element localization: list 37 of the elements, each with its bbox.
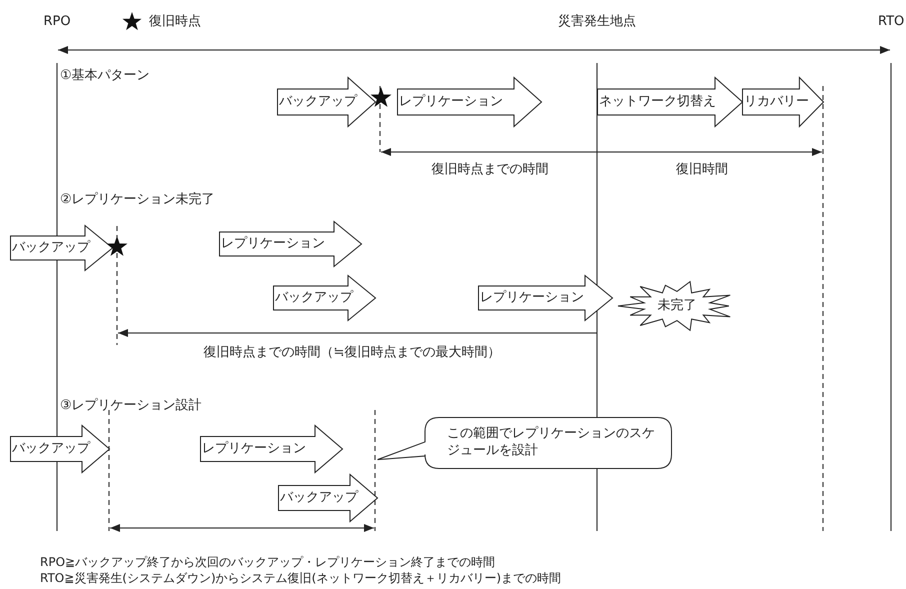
shape-label: リカバリー bbox=[744, 94, 809, 110]
shape-label: バックアップ bbox=[280, 490, 358, 506]
axis-label: 災害発生地点 bbox=[558, 14, 636, 30]
shape-label: バックアップ bbox=[12, 441, 90, 457]
block-arrow bbox=[10, 225, 113, 271]
section-heading: ①基本パターン bbox=[60, 68, 150, 84]
dimension-label: 復旧時間 bbox=[676, 162, 728, 178]
block-arrow bbox=[219, 221, 362, 267]
axis-label: RTO bbox=[878, 14, 904, 30]
shape-label: レプリケーション bbox=[221, 236, 325, 252]
shape-label: バックアップ bbox=[275, 290, 353, 306]
block-arrow bbox=[278, 474, 378, 522]
shape-label: この範囲でレプリケーションのスケジュールを設計 bbox=[447, 425, 656, 459]
block-arrow bbox=[277, 77, 376, 127]
block-arrow bbox=[200, 425, 343, 473]
legend-label: 復旧時点 bbox=[149, 14, 201, 30]
shape-label: レプリケーション bbox=[480, 290, 584, 306]
shape-label: レプリケーション bbox=[399, 94, 503, 110]
section-heading: ②レプリケーション未完了 bbox=[60, 192, 215, 208]
shape-label: バックアップ bbox=[12, 240, 90, 256]
block-arrow bbox=[742, 77, 824, 127]
shape-label: ネットワーク切替え bbox=[599, 94, 716, 110]
note-text: RTO≧災害発生(システムダウン)からシステム復旧(ネットワーク切替え＋リカバリー)までの時間 bbox=[40, 570, 562, 586]
shape-label: バックアップ bbox=[279, 94, 357, 110]
shape-label: 未完了 bbox=[656, 298, 698, 314]
block-arrow bbox=[597, 77, 743, 127]
block-arrow bbox=[273, 275, 376, 321]
dimension-label: 復旧時点までの時間 bbox=[432, 162, 548, 178]
speech-callout bbox=[377, 417, 672, 469]
axis-label: RPO bbox=[44, 14, 71, 30]
section-heading: ③レプリケーション設計 bbox=[60, 398, 202, 414]
block-arrow bbox=[478, 275, 613, 321]
block-arrow bbox=[397, 77, 542, 127]
dimension-label: 復旧時点までの時間（≒復旧時点までの最大時間） bbox=[204, 345, 500, 361]
block-arrow bbox=[10, 425, 110, 473]
note-text: RPO≧バックアップ終了から次回のバックアップ・レプリケーション終了までの時間 bbox=[40, 554, 496, 570]
shape-label: レプリケーション bbox=[202, 441, 306, 457]
